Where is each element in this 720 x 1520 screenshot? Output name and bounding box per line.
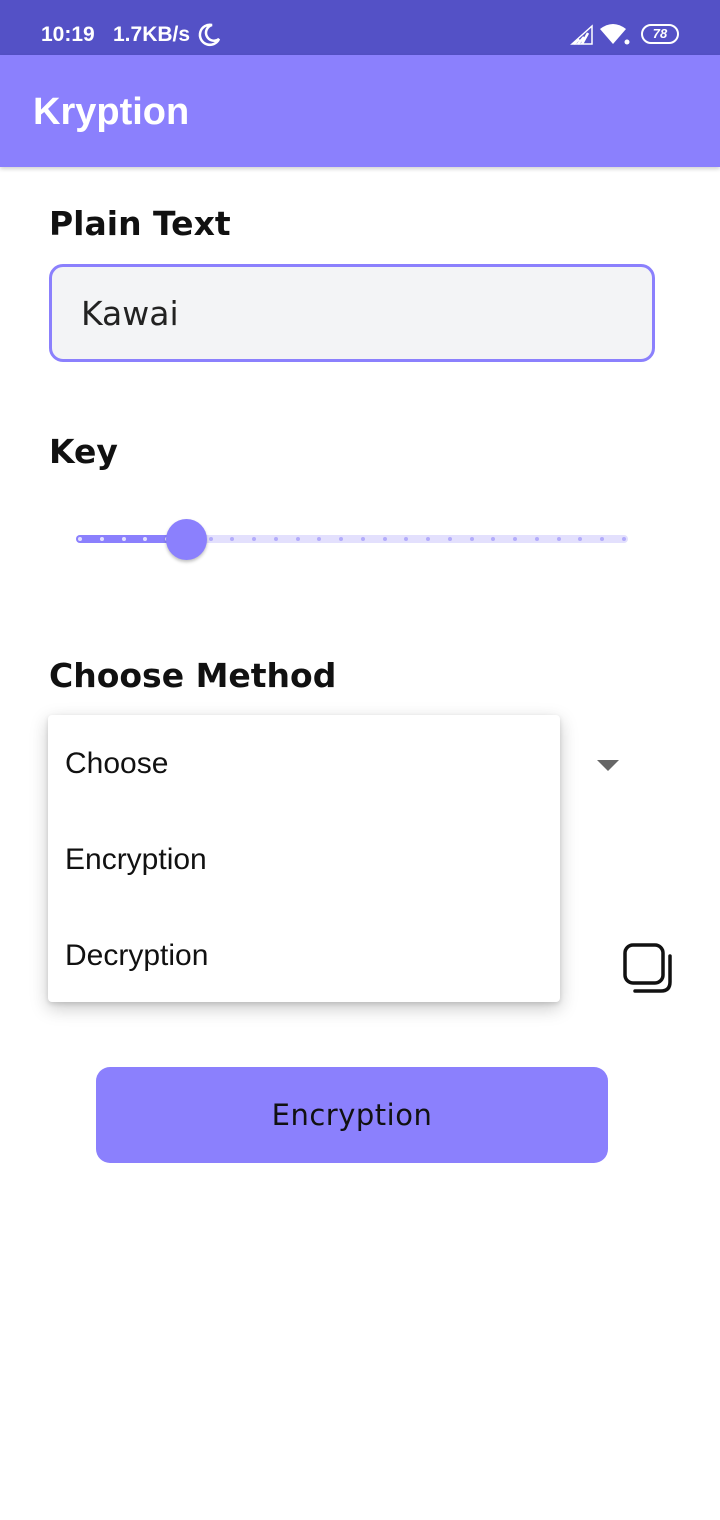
slider-tick <box>534 537 539 541</box>
network-speed: 1.7KB/s <box>113 23 191 46</box>
slider-tick <box>121 537 126 541</box>
menu-option-decryption[interactable]: Decryption <box>48 908 560 1004</box>
slider-tick <box>295 537 300 541</box>
slider-tick <box>230 537 235 541</box>
encryption-button-label: Encryption <box>271 1098 433 1132</box>
slider-tick <box>339 537 344 541</box>
slider-tick <box>491 537 496 541</box>
slider-tick <box>469 537 474 541</box>
key-label: Key <box>49 432 118 471</box>
slider-tick <box>317 537 322 541</box>
slider-track-inactive <box>76 535 628 543</box>
plain-text-input[interactable] <box>81 289 621 337</box>
status-time: 10:19 <box>41 23 95 46</box>
slider-track-active <box>76 535 186 543</box>
copy-icon[interactable] <box>622 942 674 994</box>
encryption-button[interactable]: Encryption <box>96 1067 608 1163</box>
status-bar: 10:19 1.7KB/s 78 <box>0 0 720 55</box>
slider-tick <box>273 537 278 541</box>
slider-tick <box>622 537 626 541</box>
signal-icon <box>570 24 593 45</box>
menu-option-choose[interactable]: Choose <box>48 716 560 812</box>
slider-tick <box>360 537 365 541</box>
slider-tick <box>382 537 387 541</box>
app-title: Kryption <box>33 91 190 133</box>
plain-text-field[interactable] <box>49 264 655 362</box>
key-slider[interactable] <box>76 518 628 560</box>
slider-tick <box>252 537 257 541</box>
dropdown-arrow-icon[interactable] <box>597 760 619 771</box>
battery-icon: 78 <box>641 24 679 44</box>
slider-tick <box>513 537 518 541</box>
slider-tick <box>143 537 148 541</box>
slider-thumb[interactable] <box>166 519 207 560</box>
plain-text-label: Plain Text <box>49 204 231 243</box>
method-dropdown-menu: Choose Encryption Decryption <box>48 715 560 1002</box>
slider-tick <box>426 537 431 541</box>
slider-tick <box>447 537 452 541</box>
menu-option-encryption[interactable]: Encryption <box>48 812 560 908</box>
slider-tick <box>404 537 409 541</box>
wifi-icon <box>600 24 630 45</box>
menu-option-label: Encryption <box>65 843 207 876</box>
slider-tick <box>600 537 605 541</box>
menu-option-label: Choose <box>65 747 169 780</box>
slider-tick <box>578 537 583 541</box>
slider-tick <box>208 537 213 541</box>
battery-level: 78 <box>652 26 668 41</box>
choose-method-label: Choose Method <box>49 656 337 695</box>
slider-tick <box>99 537 104 541</box>
app-bar: Kryption <box>0 55 720 167</box>
menu-option-label: Decryption <box>65 939 209 972</box>
moon-icon <box>198 23 221 46</box>
slider-tick <box>556 537 561 541</box>
slider-tick <box>78 537 82 541</box>
